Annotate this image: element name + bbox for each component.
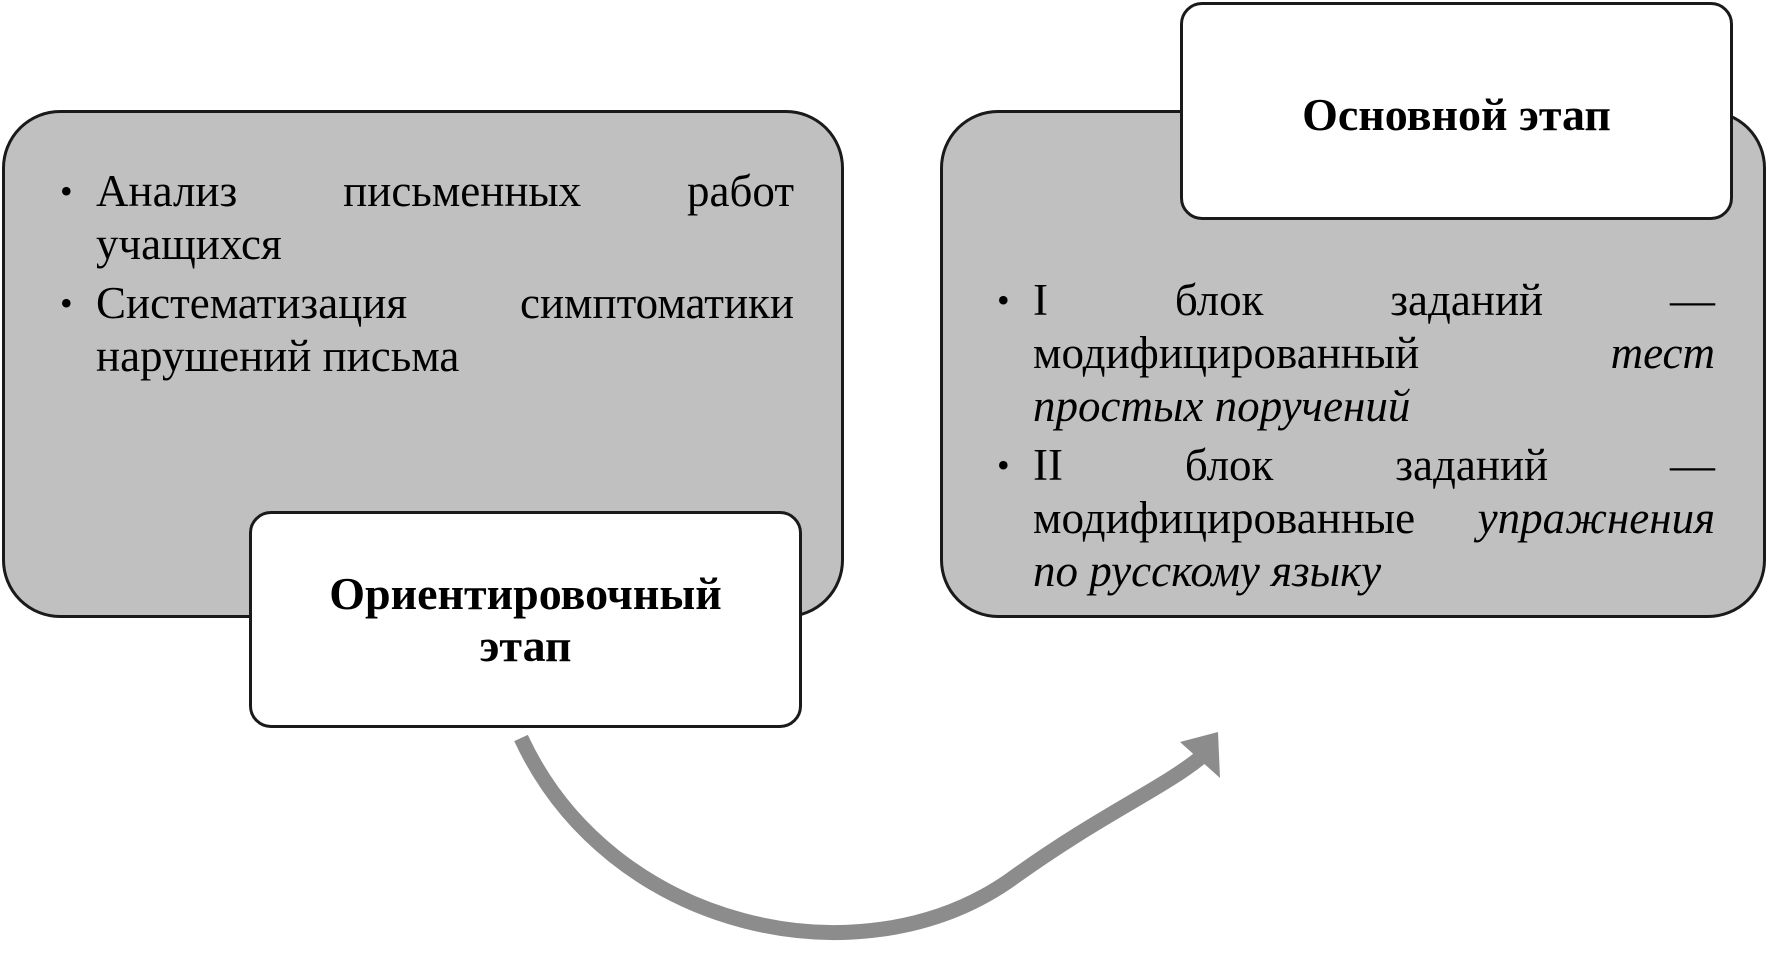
stage2-title-box: Основной этап [1180, 2, 1733, 220]
item-italic-text: тест простых поручений [1033, 328, 1715, 431]
item-italic-text: упражнения по русскому языку [1033, 493, 1715, 596]
item-text: I блок заданий — модифицированный [1033, 275, 1715, 378]
list-item: Систематизация симптоматики нарушений пи… [60, 277, 794, 383]
stage1-list: Анализ письменных работ учащихся Система… [60, 165, 794, 383]
list-item: Анализ письменных работ учащихся [60, 165, 794, 271]
item-text: II блок заданий — модифицированные [1033, 440, 1715, 543]
list-item: I блок заданий — модифицированный тест п… [997, 274, 1715, 433]
arrow-head-icon [1180, 732, 1220, 778]
arrow-curve [514, 734, 1205, 940]
stage1-title: Ориентировочный этап [329, 567, 722, 671]
list-item: II блок заданий — модифицированные упраж… [997, 439, 1715, 598]
stage1-title-box: Ориентировочный этап [249, 511, 802, 728]
stage2-title: Основной этап [1302, 89, 1611, 140]
stage2-list: I блок заданий — модифицированный тест п… [997, 274, 1715, 598]
